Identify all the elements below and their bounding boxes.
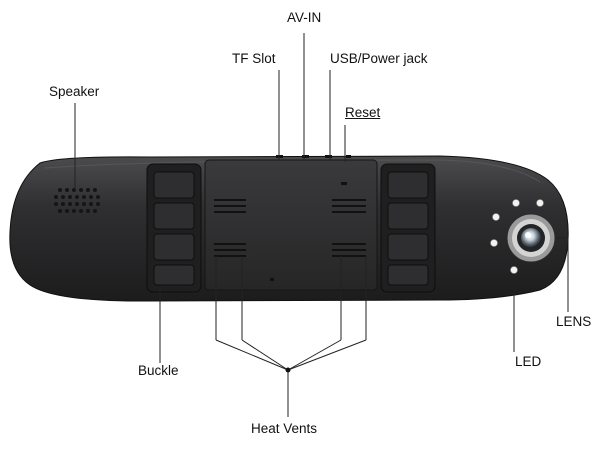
- label-av-in: AV-IN: [287, 10, 322, 25]
- label-buckle: Buckle: [138, 363, 179, 378]
- right-buckle: [380, 163, 436, 293]
- label-led: LED: [515, 354, 542, 369]
- heat-vents: [214, 199, 366, 257]
- led-ring: [490, 199, 544, 274]
- center-plate: [204, 159, 378, 291]
- label-speaker: Speaker: [49, 84, 100, 99]
- leader-lines: [74, 33, 569, 417]
- label-reset: Reset: [345, 105, 381, 120]
- camera-lens: [506, 213, 556, 263]
- speaker-grille: [54, 188, 100, 213]
- label-lens: LENS: [556, 314, 592, 329]
- label-tf-slot: TF Slot: [232, 51, 276, 66]
- left-buckle: [146, 163, 202, 293]
- label-heat-vents: Heat Vents: [251, 421, 318, 436]
- label-usb-power-jack: USB/Power jack: [330, 51, 428, 66]
